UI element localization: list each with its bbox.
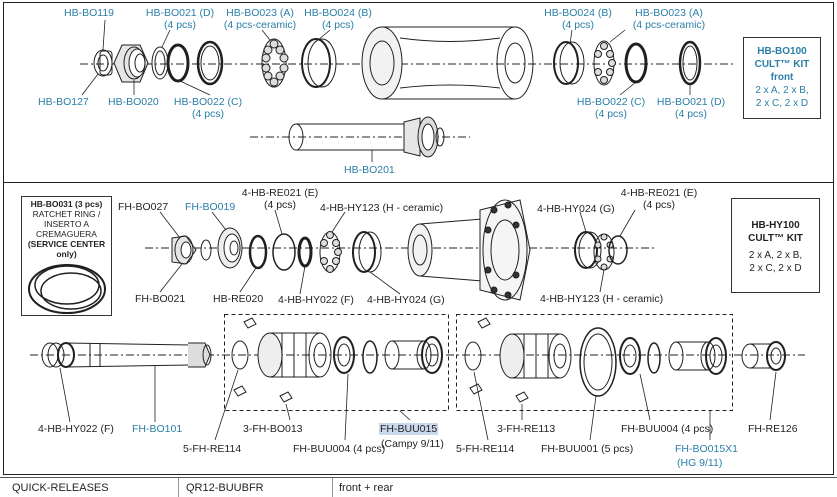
rear-cup-g bbox=[352, 231, 382, 273]
service-center-box: HB-BO031 (3 pcs) RATCHET RING / INSERTO … bbox=[21, 196, 112, 316]
label-fh-bo015x1: FH-BO015X1 bbox=[675, 443, 739, 455]
label-fh-buu004: FH-BUU004 (4 pcs) bbox=[293, 443, 386, 455]
hg-ratchet-ring bbox=[579, 327, 617, 397]
label-hb-hy123: 4-HB-HY123 (H - ceramic) bbox=[320, 202, 444, 214]
campy-spacer bbox=[384, 340, 432, 370]
hg-pawl-top bbox=[477, 317, 491, 329]
label-right-hb-bo023a: HB-BO023 (A)(4 pcs-ceramic) bbox=[632, 7, 706, 31]
hg-pawl-mid bbox=[515, 391, 529, 403]
label-right-hb-bo021d: HB-BO021 (D)(4 pcs) bbox=[656, 96, 726, 120]
rear-re021e bbox=[272, 233, 296, 271]
label-fh-bo019: FH-BO019 bbox=[185, 201, 236, 213]
front-axle bbox=[250, 116, 470, 158]
hg-spacer bbox=[668, 341, 716, 371]
campy-clip bbox=[362, 340, 378, 374]
table-cell-description: front + rear bbox=[339, 482, 394, 494]
label-fh-bo027: FH-BO027 bbox=[118, 201, 169, 213]
campy-pawl-top bbox=[243, 317, 257, 329]
label-fh-bo021: FH-BO021 bbox=[135, 293, 186, 305]
label-hb-bo024b: HB-BO024 (B)(4 pcs) bbox=[304, 7, 372, 31]
label-right-hb-hy123: 4-HB-HY123 (H - ceramic) bbox=[540, 293, 664, 305]
label-hb-re020: HB-RE020 bbox=[213, 293, 264, 305]
quick-release-row: QUICK-RELEASES QR12-BUUBFR front + rear bbox=[0, 477, 837, 497]
front-right-bearing-a bbox=[593, 40, 616, 86]
rear-bo019 bbox=[217, 227, 243, 269]
label-fh-buu004-b: FH-BUU004 (4 pcs) bbox=[621, 423, 714, 435]
campy-freehub-box bbox=[224, 314, 449, 411]
label-right-hb-bo024b: HB-BO024 (B)(4 pcs) bbox=[544, 7, 612, 31]
label-fh-re114-b: 5-FH-RE114 bbox=[456, 443, 515, 455]
rear-re020 bbox=[248, 234, 268, 270]
rear-bottom-leaders bbox=[59, 366, 777, 441]
label-fh-bo013: 3-FH-BO013 bbox=[243, 423, 303, 435]
hg-clip bbox=[647, 342, 661, 374]
front-endcap-left bbox=[93, 49, 113, 77]
label-hg: (HG 9/11) bbox=[677, 457, 723, 469]
campy-freehub-body bbox=[257, 332, 332, 378]
front-bearing-a bbox=[261, 38, 289, 88]
table-cell-category: QUICK-RELEASES bbox=[12, 482, 109, 494]
hg-pawl-bottom bbox=[469, 383, 483, 395]
campy-bearing-2 bbox=[421, 336, 443, 374]
rear-cult-kit-box: HB-HY100 CULT™ KIT 2 x A, 2 x B, 2 x C, … bbox=[731, 198, 820, 293]
table-cell-code: QR12-BUUBFR bbox=[186, 482, 264, 494]
label-axle-hb-hy022f: 4-HB-HY022 (F) bbox=[38, 423, 114, 435]
rear-top-leaders bbox=[159, 209, 636, 295]
rear-right-bearing-h bbox=[593, 233, 615, 271]
hg-freehub-box bbox=[456, 314, 733, 411]
label-right-hb-bo022c: HB-BO022 (C)(4 pcs) bbox=[576, 96, 646, 120]
campy-pawl-bottom bbox=[233, 385, 247, 397]
front-nut-bo020 bbox=[113, 44, 149, 83]
front-leaders bbox=[81, 19, 691, 162]
label-fh-re113: 3-FH-RE113 bbox=[497, 423, 556, 435]
label-hb-bo022c: HB-BO022 (C)(4 pcs) bbox=[173, 96, 243, 120]
rear-ring-f bbox=[297, 236, 313, 268]
campy-bearing-1 bbox=[333, 336, 355, 374]
label-right-hb-hy024g: 4-HB-HY024 (G) bbox=[537, 203, 615, 215]
campy-pawl-mid bbox=[279, 391, 293, 403]
rear-endcap-re126 bbox=[741, 341, 786, 371]
front-ring-small bbox=[151, 46, 169, 80]
label-fh-bo101: FH-BO101 bbox=[132, 423, 183, 435]
hg-ring-re114 bbox=[464, 341, 482, 371]
label-hb-bo119: HB-BO119 bbox=[64, 7, 114, 19]
campy-ring-re114 bbox=[231, 340, 249, 370]
front-cup-b bbox=[301, 38, 337, 88]
label-hb-hy024g: 4-HB-HY024 (G) bbox=[367, 294, 445, 306]
label-fh-re126: FH-RE126 bbox=[748, 423, 798, 435]
hg-freehub-body bbox=[499, 333, 572, 379]
front-right-cup-b bbox=[553, 41, 585, 85]
outer-frame bbox=[3, 2, 834, 475]
rear-bearing-h bbox=[319, 231, 342, 273]
label-fh-buu015: FH-BUU015 bbox=[379, 423, 439, 435]
label-hb-hy022f: 4-HB-HY022 (F) bbox=[278, 294, 354, 306]
hg-bearing-2 bbox=[705, 337, 727, 375]
label-hb-bo021d: HB-BO021 (D)(4 pcs) bbox=[145, 7, 215, 31]
hg-bearing-1 bbox=[619, 337, 641, 375]
front-cult-kit-box: HB-BO100 CULT™ KIT front 2 x A, 2 x B, 2… bbox=[743, 37, 821, 119]
label-fh-re114: 5-FH-RE114 bbox=[183, 443, 242, 455]
label-hb-bo201: HB-BO201 bbox=[344, 164, 395, 176]
label-hb-re021e: 4-HB-RE021 (E)(4 pcs) bbox=[241, 187, 319, 211]
rear-right-re021e bbox=[608, 235, 628, 265]
rear-small-ring bbox=[200, 239, 212, 261]
front-ring-d bbox=[196, 40, 224, 86]
front-right-ring-d bbox=[678, 40, 702, 86]
label-fh-buu001: FH-BUU001 (5 pcs) bbox=[541, 443, 634, 455]
label-hb-bo023a: HB-BO023 (A)(4 pcs-ceramic) bbox=[223, 7, 297, 31]
label-right-hb-re021e: 4-HB-RE021 (E)(4 pcs) bbox=[620, 187, 698, 211]
front-ring-c bbox=[166, 43, 190, 83]
rear-hub-body bbox=[407, 199, 531, 301]
label-hb-bo020: HB-BO020 bbox=[108, 96, 159, 108]
ratchet-rings-icon bbox=[28, 264, 106, 314]
front-right-ring-c bbox=[624, 42, 648, 84]
rear-nut-bo021 bbox=[171, 235, 197, 265]
rear-right-cup-g bbox=[574, 231, 602, 269]
rear-axle-fh-bo101 bbox=[41, 342, 212, 368]
label-hb-bo127: HB-BO127 bbox=[38, 96, 89, 108]
label-campy: (Campy 9/11) bbox=[381, 438, 444, 450]
front-hub-body bbox=[361, 26, 534, 100]
